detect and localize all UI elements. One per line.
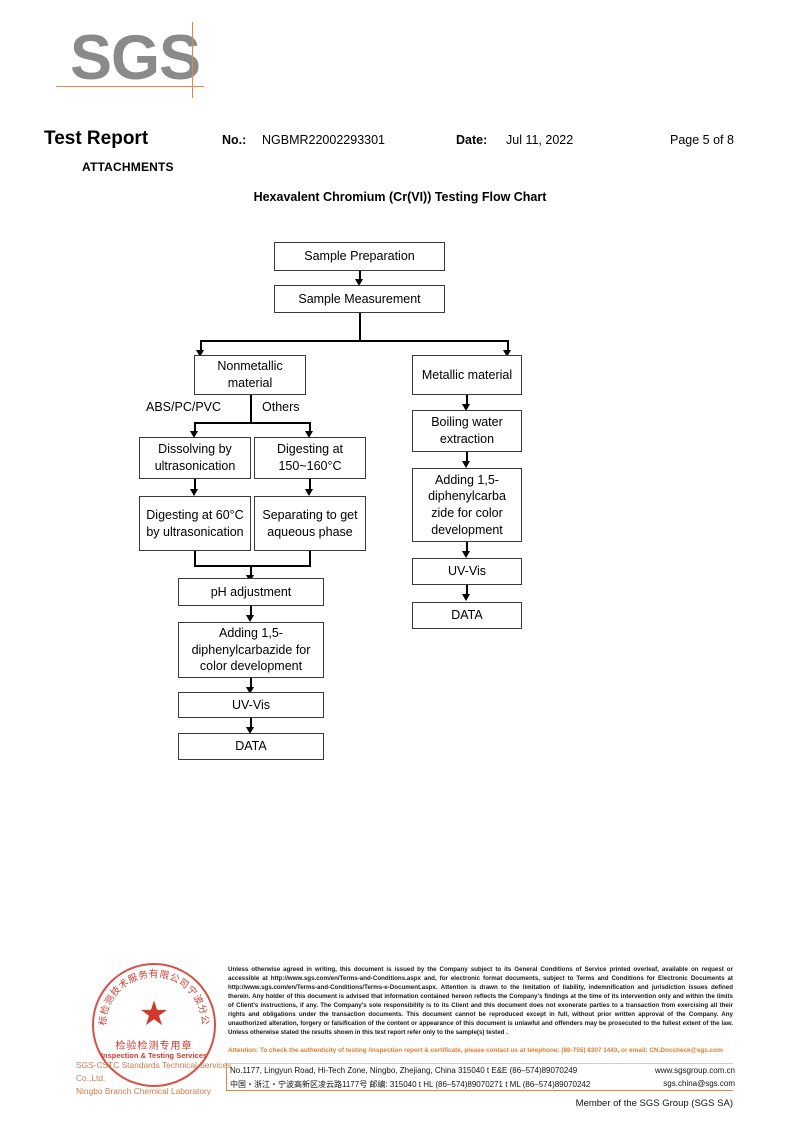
laboratory-watermark: SGS-CSTC Standards Technical Services Co… — [76, 1059, 256, 1098]
seal-arc-text: 中标检测技术服务有限公司宁波分公司 — [92, 963, 210, 1026]
seal-star-icon: ★ — [138, 995, 170, 1033]
arrowhead-to-dpc-left — [246, 615, 254, 622]
edge-merge-bar — [194, 565, 311, 567]
arrowhead-prep-to-measure — [355, 279, 363, 286]
address-chinese: 中国・浙江・宁波高新区凌云路1177号 邮编: 315040 t HL (86–… — [230, 1080, 591, 1089]
flow-node-digesting-60-ultrasonication: Digesting at 60°C by ultrasonication — [139, 496, 251, 551]
legal-disclaimer-text: Unless otherwise agreed in writing, this… — [228, 966, 733, 1036]
email-link[interactable]: sgs.china@sgs.com — [663, 1079, 735, 1088]
branch-label-abs-pc-pvc: ABS/PC/PVC — [146, 400, 222, 414]
report-date-label: Date: — [456, 133, 488, 147]
seal-english-label: Inspection & Testing Services — [100, 1051, 208, 1060]
address-row-english: No.1177, Lingyun Road, Hi-Tech Zone, Nin… — [230, 1066, 735, 1075]
flow-node-data-right: DATA — [412, 602, 522, 629]
flow-node-metallic-material: Metallic material — [412, 355, 522, 395]
flow-node-adding-dpc-left: Adding 1,5-diphenylcarbazide for color d… — [178, 622, 324, 678]
edge-nonmetallic-split — [194, 422, 310, 424]
flow-node-sample-preparation: Sample Preparation — [274, 242, 445, 271]
flow-node-dissolving-ultrasonication: Dissolving by ultrasonication — [139, 437, 251, 479]
footer-divider-top — [226, 1063, 733, 1064]
page-title: Test Report — [44, 128, 149, 149]
watermark-line-2: Ningbo Branch Chemical Laboratory — [76, 1086, 212, 1097]
page-header: SGS Test Report No.: NGBMR22002293301 Da… — [0, 0, 800, 204]
arrowhead-to-nonmetallic — [196, 350, 204, 357]
footer-left-tick — [226, 1063, 228, 1091]
edge-ph-to-dpc — [250, 606, 252, 617]
arrowhead-to-uvvis-right — [462, 551, 470, 558]
edge-split-right — [507, 340, 509, 352]
edge-boiling-to-dpc — [466, 452, 468, 464]
flow-node-ph-adjustment: pH adjustment — [178, 578, 324, 606]
arrowhead-to-digesting60 — [190, 489, 198, 496]
edge-split-abs — [194, 422, 196, 433]
member-of-sgs-group: Member of the SGS Group (SGS SA) — [575, 1098, 733, 1109]
edge-measure-split — [200, 340, 508, 342]
sgs-logo: SGS — [70, 23, 201, 93]
arrowhead-to-boiling-water — [462, 404, 470, 411]
arrowhead-to-dpc-right — [462, 461, 470, 468]
edge-dpc-to-uvvis-left — [250, 678, 252, 690]
arrowhead-to-data-left — [246, 727, 254, 734]
branch-label-others: Others — [262, 400, 300, 414]
flow-node-uv-vis-left: UV-Vis — [178, 692, 324, 718]
edge-merge-down — [250, 565, 252, 577]
edge-metallic-down — [466, 395, 468, 406]
flow-node-separating-aqueous: Separating to get aqueous phase — [254, 496, 366, 551]
arrowhead-to-uvvis-left — [246, 687, 254, 694]
flow-node-nonmetallic-material: Nonmetallic material — [194, 355, 306, 395]
address-english: No.1177, Lingyun Road, Hi-Tech Zone, Nin… — [230, 1066, 578, 1075]
seal-outer-ring — [92, 963, 216, 1087]
arrowhead-to-separating — [305, 489, 313, 496]
legal-attention-text: Attention: To check the authenticity of … — [228, 1047, 723, 1054]
report-title-row: Test Report No.: NGBMR22002293301 Date: … — [0, 128, 800, 152]
report-date-value: Jul 11, 2022 — [506, 133, 574, 147]
edge-digesting150-down — [309, 479, 311, 491]
edge-uvvis-to-data-right — [466, 585, 468, 596]
arrowhead-to-digesting150 — [305, 431, 313, 438]
report-number-value: NGBMR22002293301 — [262, 133, 385, 147]
edge-uvvis-to-data-left — [250, 718, 252, 729]
edge-dissolving-down — [194, 479, 196, 491]
flow-chart: Sample Preparation Sample Measurement No… — [139, 242, 522, 760]
arrowhead-to-data-right — [462, 594, 470, 601]
flow-node-uv-vis-right: UV-Vis — [412, 558, 522, 585]
flow-node-adding-dpc-right: Adding 1,5-diphenylcarba zide for color … — [412, 468, 522, 542]
edge-split-others — [309, 422, 311, 433]
flow-node-sample-measurement: Sample Measurement — [274, 285, 445, 313]
page-indicator: Page 5 of 8 — [670, 133, 734, 147]
edge-separating-merge — [309, 551, 311, 566]
flow-node-boiling-water-extraction: Boiling water extraction — [412, 410, 522, 452]
seal-chinese-label: 检验检测专用章 — [115, 1041, 193, 1052]
address-row-chinese: 中国・浙江・宁波高新区凌云路1177号 邮编: 315040 t HL (86–… — [230, 1079, 735, 1090]
report-number-label: No.: — [222, 133, 247, 147]
watermark-line-1: SGS-CSTC Standards Technical Services Co… — [76, 1060, 232, 1084]
attachments-heading: ATTACHMENTS — [82, 160, 174, 174]
arrowhead-to-dissolving — [190, 431, 198, 438]
edge-prep-to-measure — [359, 271, 361, 281]
arrowhead-to-metallic — [503, 350, 511, 357]
edge-dpc-to-uvvis-right — [466, 542, 468, 554]
inspection-seal-stamp: 中标检测技术服务有限公司宁波分公司 ★ 检验检测专用章 Inspection &… — [92, 963, 216, 1087]
flow-node-data-left: DATA — [178, 733, 324, 760]
website-link[interactable]: www.sgsgroup.com.cn — [654, 1066, 735, 1075]
footer-divider-bottom — [226, 1090, 733, 1092]
edge-nonmetallic-down — [250, 395, 252, 423]
logo-vertical-rule — [192, 22, 193, 98]
edge-split-left — [200, 340, 202, 352]
flow-node-digesting-150-160: Digesting at 150~160°C — [254, 437, 366, 479]
edge-measure-down — [359, 313, 361, 341]
edge-digesting60-merge — [194, 551, 196, 566]
logo-horizontal-rule — [56, 86, 204, 87]
flow-chart-heading: Hexavalent Chromium (Cr(VI)) Testing Flo… — [253, 190, 547, 204]
